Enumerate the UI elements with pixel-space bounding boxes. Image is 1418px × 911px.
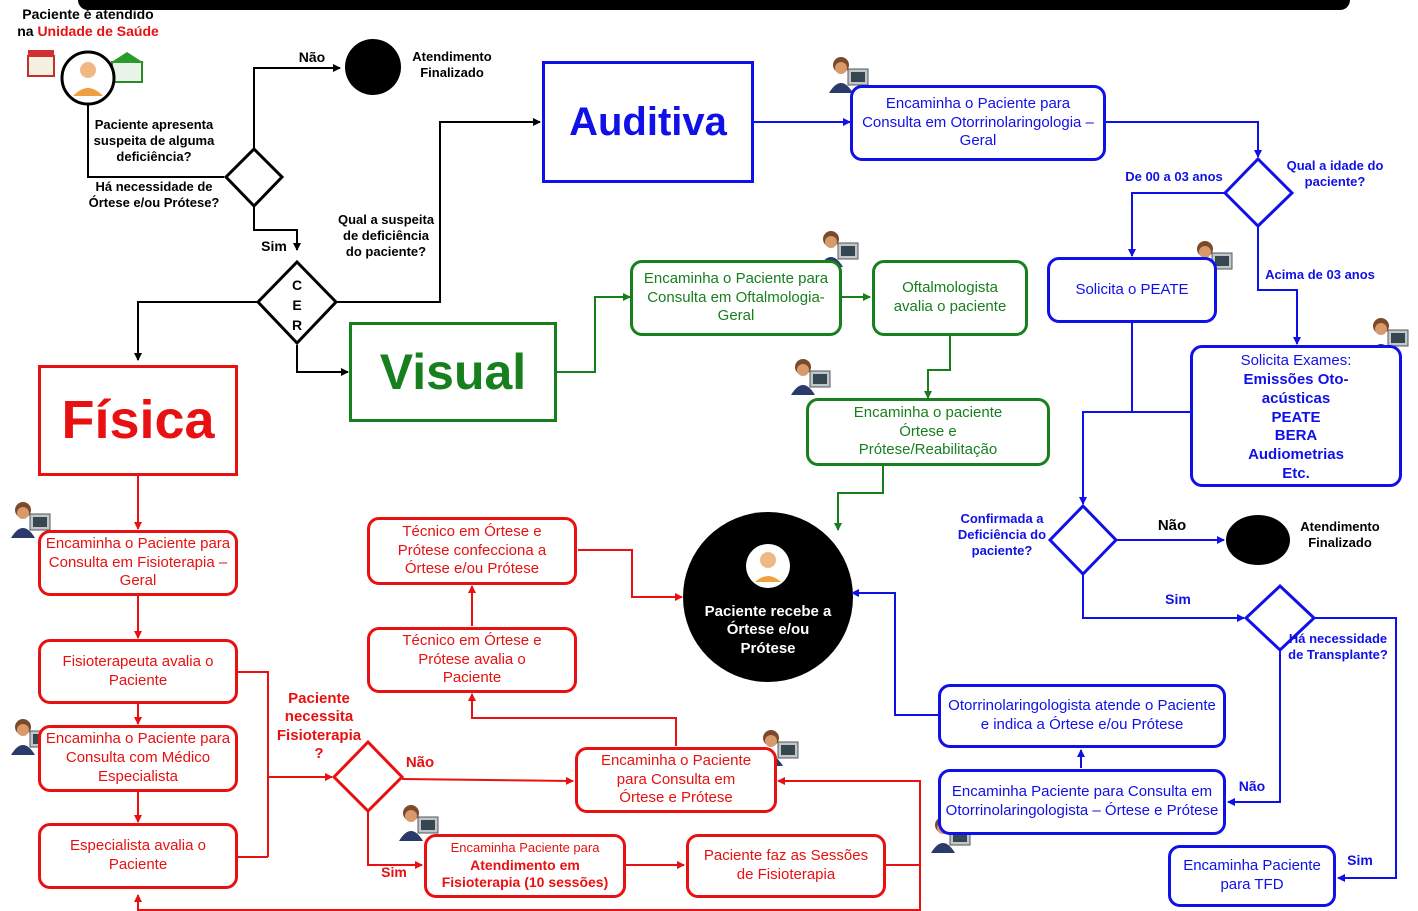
box-tech-make: Técnico em Órtese e Prótese confecciona … xyxy=(367,517,577,585)
box-rehab: Encaminha o paciente Órtese e Prótese/Re… xyxy=(806,398,1050,466)
user-computer-icon xyxy=(11,502,51,538)
label-no-right: Não xyxy=(1157,517,1187,534)
box-ophtho-general: Encaminha o Paciente para Consulta em Of… xyxy=(630,260,842,336)
physio-ref-bold: Atendimento em Fisioterapia (10 sessões) xyxy=(441,856,609,891)
top-banner xyxy=(78,0,1350,10)
user-computer-icon xyxy=(829,57,869,93)
label-no-top: Não xyxy=(298,49,326,65)
category-auditiva: Auditiva xyxy=(542,61,754,183)
label-age-old: Acima de 03 anos xyxy=(1265,267,1375,282)
decision-cer-diamond xyxy=(255,259,339,346)
box-orthosis-consult: Encaminha o Paciente para Consulta em Ór… xyxy=(575,747,777,813)
label-age-young: De 00 a 03 anos xyxy=(1125,169,1223,184)
category-visual: Visual xyxy=(349,322,557,422)
question-physio: Paciente necessita Fisioterapia ? xyxy=(276,690,362,762)
box-physio-sessions-ref: Encaminha Paciente para Atendimento em F… xyxy=(424,834,626,898)
start-line1: Paciente é atendido xyxy=(22,6,154,22)
box-ophtho-eval: Oftalmologista avalia o paciente xyxy=(872,260,1028,336)
box-physio-eval: Fisioterapeuta avalia o Paciente xyxy=(38,639,238,704)
question-orthosis: Há necessidade de Órtese e/ou Prótese? xyxy=(88,179,220,210)
box-exams: Solicita Exames: Emissões Oto-acústicas … xyxy=(1190,345,1402,487)
question-suspect: Paciente apresenta suspeita de alguma de… xyxy=(93,117,215,164)
start-line2-prefix: na xyxy=(17,23,38,40)
start-label: Paciente é atendido na Unidade de Saúde xyxy=(8,6,168,40)
decision-confirmed-diamond xyxy=(1047,503,1119,577)
cer-r: R xyxy=(291,317,303,333)
box-ent-attends: Otorrinolaringologista atende o Paciente… xyxy=(938,684,1226,748)
label-yes-top: Sim xyxy=(261,238,287,254)
health-unit-icon xyxy=(27,50,144,106)
end-node-top xyxy=(345,39,401,95)
cer-c: C xyxy=(291,277,303,293)
question-suspect-type: Qual a suspeita de deficiência do pacien… xyxy=(337,212,435,259)
cer-letters: C E R xyxy=(287,275,307,335)
physio-ref-line: Encaminha Paciente para xyxy=(450,840,600,856)
decision-suspect-diamond xyxy=(223,146,285,209)
box-peate: Solicita o PEATE xyxy=(1047,257,1217,323)
exams-line-1: Emissões Oto-acústicas xyxy=(1243,371,1349,407)
decision-age-diamond xyxy=(1222,156,1295,229)
question-age: Qual a idade do paciente? xyxy=(1286,158,1384,189)
end-node-center-label: Paciente recebe a Órtese e/ou Prótese xyxy=(704,603,832,657)
box-specialist-eval: Especialista avalia o Paciente xyxy=(38,823,238,889)
exams-line-3: BERA xyxy=(1274,427,1318,445)
box-specialist: Encaminha o Paciente para Consulta com M… xyxy=(38,725,238,792)
end-node-right xyxy=(1226,515,1290,565)
end-node-center xyxy=(683,512,853,682)
exams-line-5: Etc. xyxy=(1282,464,1310,482)
label-yes-confirmed: Sim xyxy=(1165,591,1191,607)
label-no-physio: Não xyxy=(405,754,435,771)
label-yes-physio: Sim xyxy=(381,864,407,880)
box-ent-general: Encaminha o Paciente para Consulta em Ot… xyxy=(850,85,1106,161)
label-no-transplant: Não xyxy=(1238,778,1266,794)
start-line2-highlight: Unidade de Saúde xyxy=(37,23,159,40)
exams-line-2: PEATE xyxy=(1271,408,1321,426)
box-sessions: Paciente faz as Sessões de Fisioterapia xyxy=(686,834,886,898)
exams-line-4: Audiometrias xyxy=(1248,446,1344,464)
end-node-top-label: Atendimento Finalizado xyxy=(412,49,492,80)
exams-line-0: Solicita Exames: xyxy=(1240,352,1352,370)
cer-e: E xyxy=(292,297,302,313)
box-ent-orthosis: Encaminha Paciente para Consulta em Otor… xyxy=(938,769,1226,835)
box-tfd: Encaminha Paciente para TFD xyxy=(1168,845,1336,907)
user-computer-icon xyxy=(791,359,831,395)
box-physio-general: Encaminha o Paciente para Consulta em Fi… xyxy=(38,530,238,596)
label-yes-transplant: Sim xyxy=(1347,852,1373,868)
user-computer-icon xyxy=(399,805,439,841)
question-transplant: Há necessidade de Transplante? xyxy=(1288,631,1388,662)
category-fisica: Física xyxy=(38,365,238,476)
box-tech-eval: Técnico em Órtese e Prótese avalia o Pac… xyxy=(367,627,577,693)
question-confirmed: Confirmada a Deficiência do paciente? xyxy=(957,511,1047,558)
end-node-right-label: Atendimento Finalizado xyxy=(1300,519,1380,550)
